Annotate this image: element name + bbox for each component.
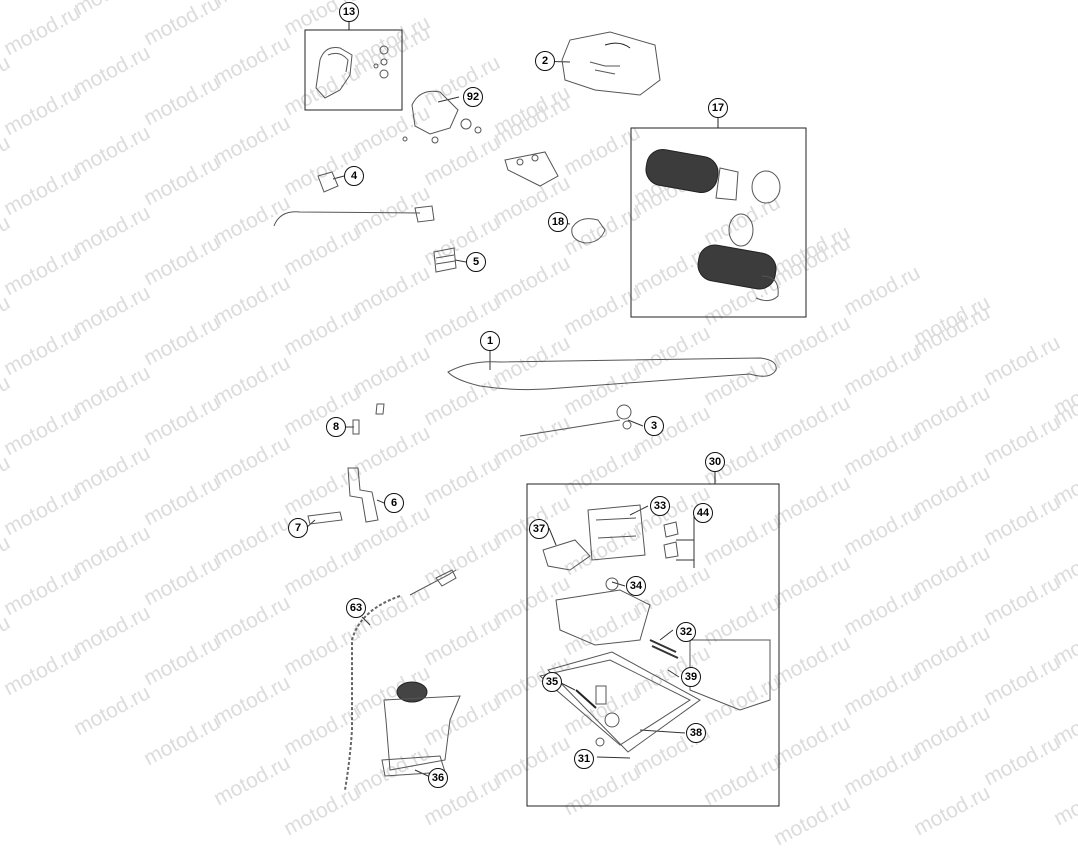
part-1-handlebar bbox=[447, 357, 777, 391]
callout-63: 63 bbox=[346, 598, 366, 618]
callout-35: 35 bbox=[542, 672, 562, 692]
part-92-switch bbox=[402, 90, 482, 144]
box-30 bbox=[526, 483, 780, 807]
part-63-hose bbox=[344, 569, 457, 791]
callout-36: 36 bbox=[428, 768, 448, 788]
part-36-reservoir bbox=[381, 681, 461, 777]
callout-2: 2 bbox=[535, 51, 555, 71]
part-5-clamp bbox=[433, 247, 457, 273]
callout-6: 6 bbox=[384, 493, 404, 513]
box-13 bbox=[304, 29, 403, 111]
callout-3: 3 bbox=[644, 416, 664, 436]
callout-8: 8 bbox=[326, 417, 346, 437]
callout-13: 13 bbox=[339, 2, 359, 22]
part-4-cable bbox=[273, 171, 435, 227]
part-13-clamp bbox=[315, 45, 389, 99]
callout-31: 31 bbox=[574, 749, 594, 769]
callout-44: 44 bbox=[693, 503, 713, 523]
callout-5: 5 bbox=[466, 252, 486, 272]
callout-4: 4 bbox=[344, 166, 364, 186]
callout-1: 1 bbox=[480, 331, 500, 351]
diagram-drawing bbox=[273, 21, 807, 807]
part-30-master-cylinder bbox=[542, 504, 771, 711]
part-35-38-31-kit bbox=[538, 651, 701, 753]
part-3-bolt bbox=[519, 404, 632, 437]
callout-37: 37 bbox=[529, 519, 549, 539]
callout-17: 17 bbox=[708, 98, 728, 118]
part-8-6-7-bracket bbox=[307, 403, 385, 525]
callout-7: 7 bbox=[288, 518, 308, 538]
callout-34: 34 bbox=[626, 576, 646, 596]
part-2-guard bbox=[561, 31, 661, 96]
callout-18: 18 bbox=[548, 212, 568, 232]
callout-30: 30 bbox=[705, 452, 725, 472]
part-18-cap bbox=[571, 218, 606, 244]
callout-33: 33 bbox=[650, 496, 670, 516]
callout-39: 39 bbox=[681, 667, 701, 687]
part-fittings bbox=[504, 151, 559, 187]
callout-32: 32 bbox=[676, 622, 696, 642]
callout-92: 92 bbox=[463, 87, 483, 107]
callout-38: 38 bbox=[686, 723, 706, 743]
part-17-grips bbox=[645, 149, 781, 302]
